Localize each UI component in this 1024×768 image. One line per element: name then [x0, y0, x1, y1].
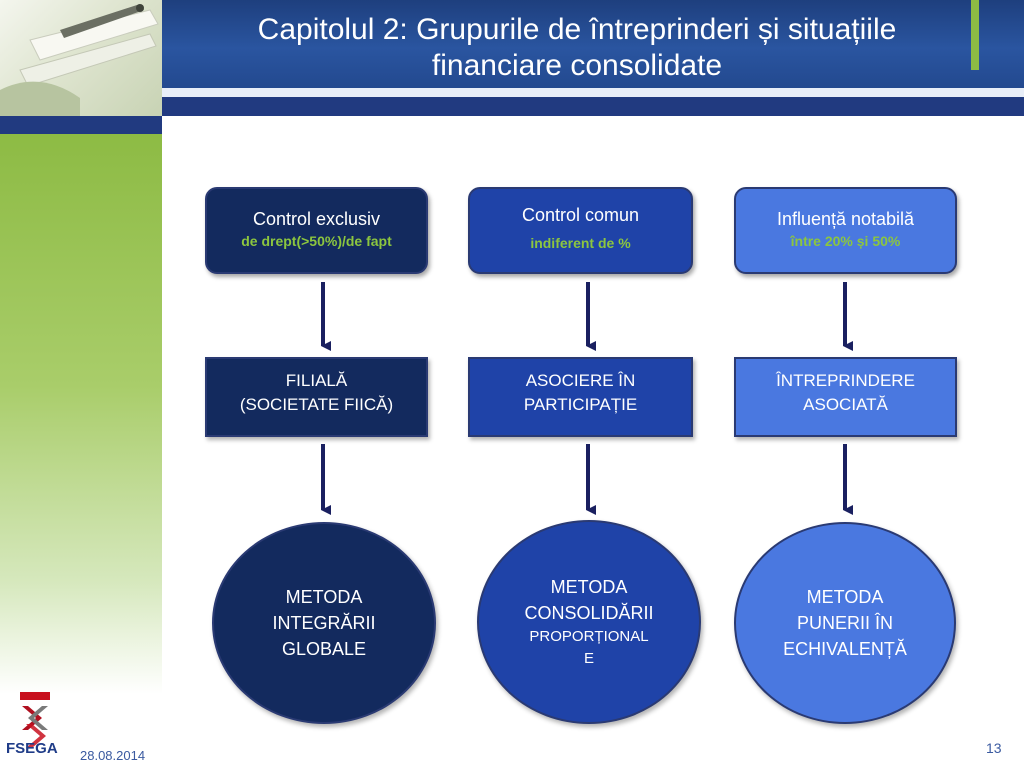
method-line-2: PUNERII ÎN	[796, 613, 893, 633]
header-bar-left	[0, 116, 162, 134]
control-box-significant-influence: Influență notabilă între 20% și 50%	[734, 187, 957, 274]
fsega-logo: FSEGA	[2, 690, 68, 760]
entity-box-associate: ÎNTREPRINDERE ASOCIATĂ	[734, 357, 957, 437]
control-sub: între 20% și 50%	[790, 233, 901, 249]
green-accent-bar	[971, 0, 979, 70]
header-band	[162, 0, 1024, 88]
title-line-1: Capitolul 2: Grupurile de întreprinderi …	[257, 13, 897, 46]
header-stripe-light	[162, 88, 1024, 97]
entity-line-2: PARTICIPAȚIE	[523, 395, 638, 414]
method-line-1: METODA	[285, 587, 363, 607]
method-circle-proportional-consolidation: METODA CONSOLIDĂRII PROPORȚIONAL E	[477, 520, 701, 724]
control-title: Control comun	[521, 205, 640, 225]
logo-text: FSEGA	[6, 740, 58, 757]
green-side-panel	[0, 134, 162, 694]
entity-box-joint-venture: ASOCIERE ÎN PARTICIPAȚIE	[468, 357, 693, 437]
method-line-1: METODA	[806, 587, 884, 607]
control-sub: indiferent de %	[530, 235, 631, 251]
page-number: 13	[986, 740, 1002, 756]
entity-line-1: ÎNTREPRINDERE	[776, 371, 915, 390]
fsega-logo-icon	[20, 692, 50, 748]
title-line-2: financiare consolidate	[431, 49, 723, 82]
control-title: Influență notabilă	[776, 209, 915, 229]
control-box-joint: Control comun indiferent de %	[468, 187, 693, 274]
page-title: Capitolul 2: Grupurile de întreprinderi …	[162, 12, 992, 84]
method-line-3: ECHIVALENȚĂ	[783, 639, 907, 659]
control-sub: de drept(>50%)/de fapt	[241, 233, 392, 249]
pen-and-paper-image	[0, 4, 159, 116]
method-line-2: INTEGRĂRII	[272, 613, 376, 633]
header-stripe-dark	[162, 97, 1024, 116]
entity-line-2: (SOCIETATE FIICĂ)	[239, 395, 394, 414]
method-line-3: GLOBALE	[281, 639, 367, 659]
control-title: Control exclusiv	[252, 209, 381, 229]
control-box-exclusive: Control exclusiv de drept(>50%)/de fapt	[205, 187, 428, 274]
entity-line-1: ASOCIERE ÎN	[525, 371, 636, 390]
entity-line-1: FILIALĂ	[285, 371, 348, 390]
entity-line-2: ASOCIATĂ	[803, 395, 888, 414]
header-photo	[0, 0, 162, 116]
method-circle-equity: METODA PUNERII ÎN ECHIVALENȚĂ	[734, 522, 956, 724]
method-line-2: CONSOLIDĂRII	[524, 603, 654, 623]
method-line-1: METODA	[550, 577, 628, 597]
method-line-3: PROPORȚIONAL	[529, 628, 649, 645]
method-circle-global-integration: METODA INTEGRĂRII GLOBALE	[212, 522, 436, 724]
entity-box-subsidiary: FILIALĂ (SOCIETATE FIICĂ)	[205, 357, 428, 437]
method-line-4: E	[583, 650, 594, 667]
footer-date: 28.08.2014	[80, 748, 146, 763]
